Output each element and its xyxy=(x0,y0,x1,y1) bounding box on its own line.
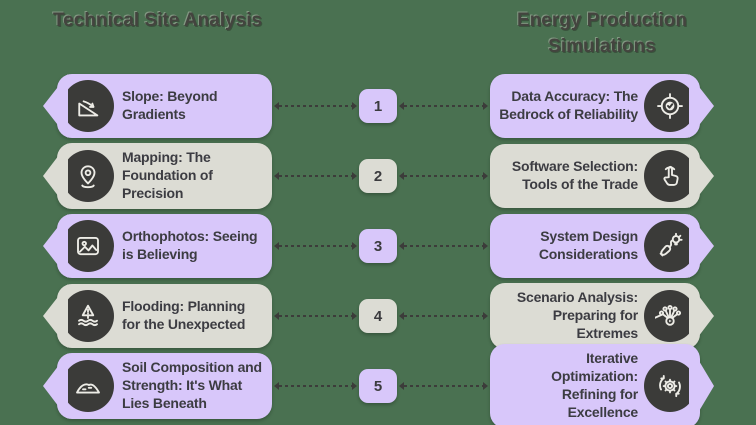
arrow-right-icon xyxy=(352,382,357,390)
pill-slope: Slope: Beyond Gradients xyxy=(57,74,272,138)
dotted-connector xyxy=(397,242,490,250)
pill-iterative-optimization: Iterative Optimization: Refining for Exc… xyxy=(490,344,700,425)
step-badge-5: 5 xyxy=(359,369,397,403)
arrow-left-icon xyxy=(274,172,279,180)
pill-system-design: System Design Considerations xyxy=(490,214,700,278)
map-pin-icon xyxy=(62,150,114,202)
target-check-icon xyxy=(644,80,696,132)
step-badge-3: 3 xyxy=(359,229,397,263)
arrow-left-icon xyxy=(274,242,279,250)
pill-mapping: Mapping: The Foundation of Precision xyxy=(57,143,272,209)
arrow-left-icon xyxy=(399,382,404,390)
pill-data-accuracy: Data Accuracy: The Bedrock of Reliabilit… xyxy=(490,74,700,138)
step-badge-4: 4 xyxy=(359,299,397,333)
arrow-right-icon xyxy=(483,312,488,320)
dotted-connector xyxy=(397,172,490,180)
step-badge-1: 1 xyxy=(359,89,397,123)
tap-hand-icon xyxy=(644,150,696,202)
pill-scenario-analysis: Scenario Analysis: Preparing for Extreme… xyxy=(490,283,700,349)
pill-label: Slope: Beyond Gradients xyxy=(122,88,218,122)
dotted-connector xyxy=(272,312,359,320)
dotted-connector xyxy=(272,242,359,250)
arrow-right-icon xyxy=(483,242,488,250)
arrow-left-icon xyxy=(274,102,279,110)
branching-nodes-icon xyxy=(644,290,696,342)
arrow-right-icon xyxy=(352,312,357,320)
dotted-connector xyxy=(397,312,490,320)
arrow-left-icon xyxy=(399,172,404,180)
arrow-right-icon xyxy=(352,102,357,110)
arrow-left-icon xyxy=(274,382,279,390)
flood-warning-icon xyxy=(62,290,114,342)
pill-software-selection: Software Selection: Tools of the Trade xyxy=(490,144,700,208)
soil-mound-icon xyxy=(62,360,114,412)
photo-icon xyxy=(62,220,114,272)
pill-label: Flooding: Planning for the Unexpected xyxy=(122,298,246,332)
dotted-connector xyxy=(272,102,359,110)
arrow-left-icon xyxy=(274,312,279,320)
arrow-right-icon xyxy=(483,102,488,110)
slope-icon xyxy=(62,80,114,132)
pill-orthophotos: Orthophotos: Seeing is Believing xyxy=(57,214,272,278)
dotted-connector xyxy=(272,382,359,390)
pill-soil: Soil Composition and Strength: It's What… xyxy=(57,353,272,419)
row-1: Slope: Beyond Gradients 1 Data Accuracy:… xyxy=(0,71,756,141)
gear-cycle-icon xyxy=(644,360,696,412)
arrow-left-icon xyxy=(399,102,404,110)
plug-bulb-icon xyxy=(644,220,696,272)
arrow-left-icon xyxy=(399,242,404,250)
pill-label: Orthophotos: Seeing is Believing xyxy=(122,228,258,262)
pill-label: Data Accuracy: The Bedrock of Reliabilit… xyxy=(499,88,638,122)
pill-label: Scenario Analysis: Preparing for Extreme… xyxy=(516,289,638,341)
pill-label: Mapping: The Foundation of Precision xyxy=(122,149,213,201)
arrow-right-icon xyxy=(483,382,488,390)
right-column-title: Energy Production Simulations xyxy=(517,10,687,57)
pill-label: Soil Composition and Strength: It's What… xyxy=(122,359,262,411)
pill-label: Software Selection: Tools of the Trade xyxy=(511,158,638,192)
arrow-right-icon xyxy=(352,242,357,250)
arrow-right-icon xyxy=(352,172,357,180)
left-column-title: Technical Site Analysis xyxy=(52,10,263,31)
rows-container: Slope: Beyond Gradients 1 Data Accuracy:… xyxy=(0,71,756,425)
row-3: Orthophotos: Seeing is Believing 3 Syste… xyxy=(0,211,756,281)
arrow-left-icon xyxy=(399,312,404,320)
arrow-right-icon xyxy=(483,172,488,180)
pill-flooding: Flooding: Planning for the Unexpected xyxy=(57,284,272,348)
row-2: Mapping: The Foundation of Precision 2 S… xyxy=(0,141,756,211)
row-4: Flooding: Planning for the Unexpected 4 … xyxy=(0,281,756,351)
pill-label: Iterative Optimization: Refining for Exc… xyxy=(551,350,638,420)
step-badge-2: 2 xyxy=(359,159,397,193)
row-5: Soil Composition and Strength: It's What… xyxy=(0,344,756,425)
dotted-connector xyxy=(397,382,490,390)
dotted-connector xyxy=(272,172,359,180)
dotted-connector xyxy=(397,102,490,110)
pill-label: System Design Considerations xyxy=(538,228,638,262)
